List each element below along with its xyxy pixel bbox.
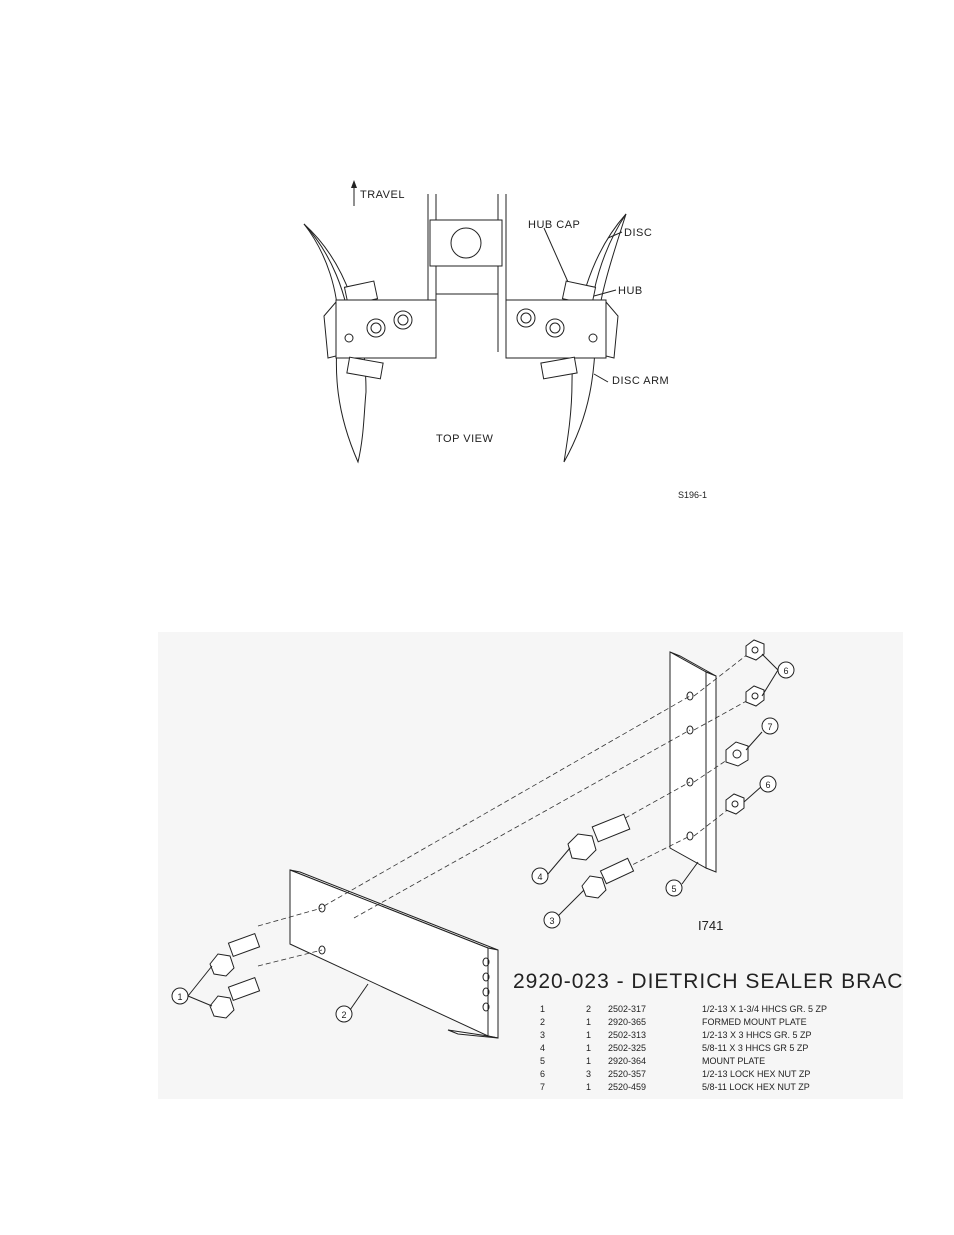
bracket-kit-diagram: 1 2 3 4 5 6 6 7 I741 2920 [158,632,954,1099]
svg-text:2920-364: 2920-364 [608,1056,646,1066]
svg-text:1: 1 [586,1056,591,1066]
hex-bolt-4 [567,813,631,861]
svg-text:6: 6 [765,780,770,790]
balloon-item-5: 5 [665,879,683,897]
svg-text:4: 4 [540,1043,545,1053]
svg-text:2: 2 [586,1004,591,1014]
balloon-item-6-bottom: 6 [759,775,777,793]
svg-text:5: 5 [671,884,676,894]
left-disc-arm [323,299,437,359]
svg-text:5/8-11 X 3 HHCS GR 5 ZP: 5/8-11 X 3 HHCS GR 5 ZP [702,1043,808,1053]
frame [427,194,507,352]
disc-label: DISC [624,227,652,239]
svg-text:2502-325: 2502-325 [608,1043,646,1053]
left-hub-lower [346,356,384,380]
svg-text:1: 1 [586,1082,591,1092]
parts-row: 1 2 2502-317 1/2-13 X 1-3/4 HHCS GR. 5 Z… [540,1004,827,1014]
top-view-diagram: TRAVEL [296,172,728,512]
svg-text:2502-313: 2502-313 [608,1030,646,1040]
svg-text:1: 1 [177,992,182,1002]
travel-arrow-icon [351,180,357,206]
svg-text:1/2-13 LOCK HEX NUT ZP: 1/2-13 LOCK HEX NUT ZP [702,1069,810,1079]
kit-drawing-id: I741 [698,918,723,933]
svg-text:1: 1 [586,1043,591,1053]
svg-text:MOUNT PLATE: MOUNT PLATE [702,1056,765,1066]
parts-row: 2 1 2920-365 FORMED MOUNT PLATE [540,1017,807,1027]
travel-label: TRAVEL [360,189,405,201]
svg-text:1: 1 [540,1004,545,1014]
hub-cap-label: HUB CAP [528,219,580,231]
svg-text:2: 2 [540,1017,545,1027]
parts-list: 1 2 2502-317 1/2-13 X 1-3/4 HHCS GR. 5 Z… [540,1004,827,1092]
svg-text:1/2-13 X 3 HHCS GR. 5 ZP: 1/2-13 X 3 HHCS GR. 5 ZP [702,1030,812,1040]
svg-text:1: 1 [586,1017,591,1027]
svg-text:1: 1 [586,1030,591,1040]
svg-text:3: 3 [586,1069,591,1079]
balloon-item-2: 2 [335,1005,353,1023]
disc-arm-label: DISC ARM [612,375,669,387]
kit-title: 2920-023 - DIETRICH SEALER BRACKET KIT [513,970,903,993]
svg-text:7: 7 [767,722,772,732]
parts-row: 7 1 2520-459 5/8-11 LOCK HEX NUT ZP [540,1082,810,1092]
svg-text:FORMED MOUNT PLATE: FORMED MOUNT PLATE [702,1017,807,1027]
lock-nut-6c [725,793,745,815]
lock-nut-6b [745,685,765,707]
top-view-drawing: TRAVEL [303,180,707,500]
lock-nut-6a [745,639,765,661]
svg-text:2520-459: 2520-459 [608,1082,646,1092]
parts-row: 3 1 2502-313 1/2-13 X 3 HHCS GR. 5 ZP [540,1030,812,1040]
balloon-item-7: 7 [761,717,779,735]
svg-text:2: 2 [341,1010,346,1020]
top-view-drawing-id: S196-1 [678,490,707,500]
svg-text:7: 7 [540,1082,545,1092]
svg-text:1/2-13 X 1-3/4 HHCS GR. 5 ZP: 1/2-13 X 1-3/4 HHCS GR. 5 ZP [702,1004,827,1014]
parts-row: 4 1 2502-325 5/8-11 X 3 HHCS GR 5 ZP [540,1043,808,1053]
balloon-item-1: 1 [171,987,189,1005]
svg-text:6: 6 [783,666,788,676]
parts-row: 5 1 2920-364 MOUNT PLATE [540,1056,765,1066]
lock-nut-7 [725,741,749,767]
mount-plate [669,651,717,873]
hex-bolt-1a [209,932,261,977]
svg-text:6: 6 [540,1069,545,1079]
svg-text:3: 3 [540,1030,545,1040]
balloon-item-3: 3 [543,911,561,929]
svg-text:2920-365: 2920-365 [608,1017,646,1027]
svg-text:4: 4 [537,872,542,882]
balloon-item-6-top: 6 [777,661,795,679]
svg-text:5/8-11 LOCK HEX NUT ZP: 5/8-11 LOCK HEX NUT ZP [702,1082,810,1092]
bracket-kit-drawing: 1 2 3 4 5 6 6 7 I741 2920 [171,639,954,1092]
svg-text:2502-317: 2502-317 [608,1004,646,1014]
hex-bolt-1b [209,976,261,1019]
svg-text:5: 5 [540,1056,545,1066]
right-disc-arm [505,299,619,359]
hub-label: HUB [618,285,643,297]
hex-bolt-3 [581,857,635,899]
top-view-label: TOP VIEW [436,433,494,445]
formed-mount-plate [289,869,499,1039]
right-hub-lower [540,356,578,380]
balloon-item-4: 4 [531,867,549,885]
parts-row: 6 3 2520-357 1/2-13 LOCK HEX NUT ZP [540,1069,810,1079]
svg-text:3: 3 [549,916,554,926]
svg-text:2520-357: 2520-357 [608,1069,646,1079]
